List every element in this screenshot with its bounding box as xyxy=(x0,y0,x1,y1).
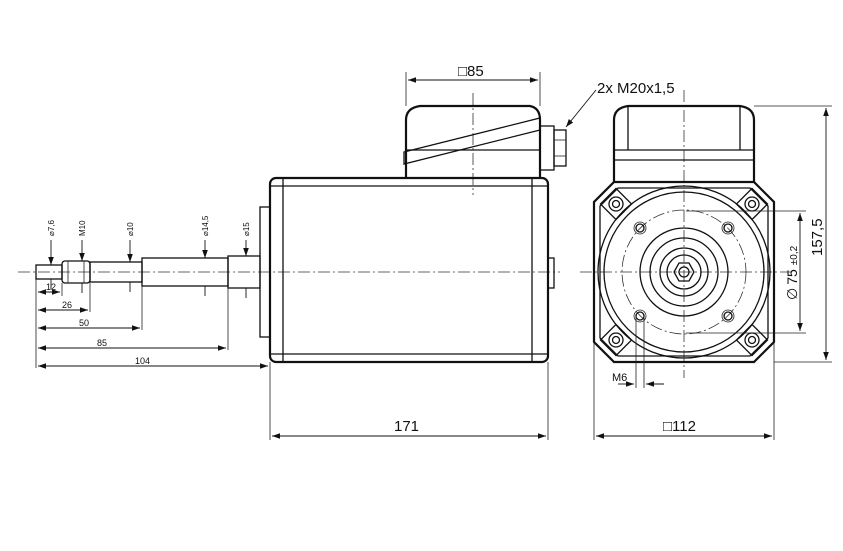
shaft-length-label: 50 xyxy=(79,318,89,328)
side-view: ⌀7,6 M10 ⌀10 ⌀14,5 ⌀15 12 26 50 85 104 xyxy=(18,63,675,440)
shaft-length-label: 85 xyxy=(97,338,107,348)
flange-square-dim: □112 xyxy=(593,342,775,440)
thread-label: M6 xyxy=(612,372,627,384)
terminal-box-width-dim: □85 xyxy=(405,63,541,106)
shaft-dia-label: ⌀10 xyxy=(126,222,135,236)
front-view: M6 ∅75±0,2 157,5 □112 xyxy=(580,90,832,440)
shaft-length-label: 12 xyxy=(46,282,56,292)
overall-height-label: 157,5 xyxy=(809,218,826,256)
shaft-length-dimensions: 12 26 50 85 104 xyxy=(35,279,271,440)
shaft-diameter-callouts: ⌀7,6 M10 ⌀10 ⌀14,5 ⌀15 xyxy=(47,215,251,298)
shaft-dia-label: ⌀15 xyxy=(242,222,251,236)
shaft xyxy=(35,255,261,289)
cable-gland-callout: 2x M20x1,5 xyxy=(565,80,675,128)
shaft-length-label: 26 xyxy=(62,300,72,310)
bolt-circle-dim: ∅75±0,2 xyxy=(686,210,806,334)
shaft-dia-label: ⌀14,5 xyxy=(201,215,210,236)
shaft-dia-label: M10 xyxy=(78,220,87,236)
body-length-label: 171 xyxy=(394,418,419,435)
corner-bolts xyxy=(599,187,769,357)
terminal-box-width-label: □85 xyxy=(458,63,484,80)
bolt-circle-label: ∅75±0,2 xyxy=(784,245,800,300)
terminal-box-front xyxy=(612,104,756,182)
flange-outline xyxy=(592,180,776,364)
m6-dim: M6 xyxy=(612,316,664,388)
terminal-box-side xyxy=(403,104,567,178)
shaft-length-label: 104 xyxy=(135,356,150,366)
body-length-dim: 171 xyxy=(272,362,549,440)
shaft-dia-label: ⌀7,6 xyxy=(47,220,56,236)
overall-height-dim: 157,5 xyxy=(754,105,832,363)
flange-square-label: □112 xyxy=(663,418,696,435)
motor-housing xyxy=(259,176,555,364)
cable-gland-label: 2x M20x1,5 xyxy=(597,80,675,97)
